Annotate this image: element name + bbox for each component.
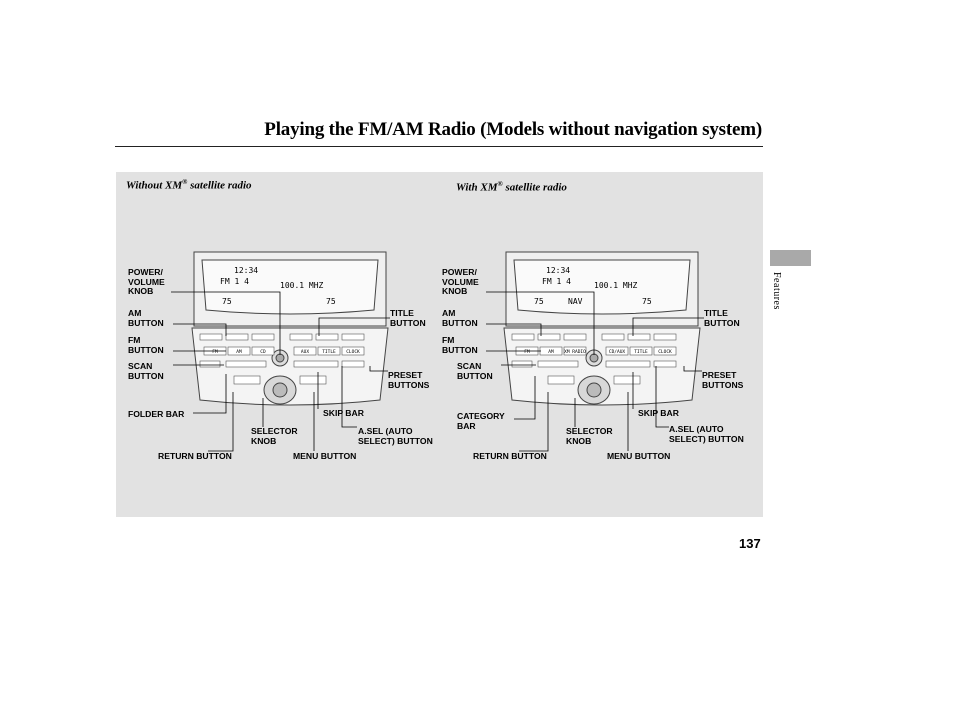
left-radio-button-label-3: AUX <box>301 349 309 355</box>
left-display-band: FM 1 4 <box>220 277 249 286</box>
right-label-menu-button: MENU BUTTON <box>607 451 671 461</box>
right-display-temp-left: 75 <box>534 297 544 306</box>
right-radio-button-label-0: FM <box>524 349 530 355</box>
left-radio-button-label-1: AM <box>236 349 242 355</box>
left-radio-button-5 <box>341 346 365 356</box>
left-radio-button-label-5: CLOCK <box>346 349 360 355</box>
right-label-skip-bar: SKIP BAR <box>638 408 679 418</box>
right-radio-button-label-5: CLOCK <box>658 349 672 355</box>
left-label-return-button: RETURN BUTTON <box>158 451 232 461</box>
right-radio-button-4 <box>629 346 653 356</box>
right-caption: With XM® satellite radio <box>456 180 567 194</box>
page-title: Playing the FM/AM Radio (Models without … <box>264 119 762 140</box>
right-radio-button-label-3: CD/AUX <box>609 349 626 355</box>
right-display-band: FM 1 4 <box>542 277 571 286</box>
section-tab-label: Features <box>771 272 782 310</box>
right-radio-button-label-1: AM <box>548 349 554 355</box>
right-radio-illustration: 12:34 FM 1 4 100.1 MHZ NAV 75 75 FM AM XM … <box>503 251 701 406</box>
left-display-temp-right: 75 <box>326 297 336 306</box>
left-display-temp-left: 75 <box>222 297 232 306</box>
left-label-skip-bar: SKIP BAR <box>323 408 364 418</box>
title-rule <box>115 146 763 147</box>
left-radio-button-3 <box>293 346 317 356</box>
left-radio-button-label-4: TITLE <box>322 349 336 355</box>
right-radio-button-5 <box>653 346 677 356</box>
right-display-temp-right: 75 <box>642 297 652 306</box>
section-tab <box>770 250 811 266</box>
left-radio-button-1 <box>227 346 251 356</box>
left-radio-button-label-2: CD <box>260 349 266 355</box>
left-caption: Without XM® satellite radio <box>126 178 252 192</box>
left-radio-button-4 <box>317 346 341 356</box>
left-label-folder-bar: FOLDER BAR <box>128 409 185 419</box>
page-number: 137 <box>739 536 761 551</box>
left-radio-button-2 <box>251 346 275 356</box>
right-radio-button-3 <box>605 346 629 356</box>
right-label-return-button: RETURN BUTTON <box>473 451 547 461</box>
left-display-freq: 100.1 MHZ <box>280 281 324 290</box>
left-display-clock: 12:34 <box>234 266 258 275</box>
right-radio-button-2 <box>563 346 587 356</box>
right-display-mode: NAV <box>568 297 583 306</box>
left-radio-illustration: 12:34 FM 1 4 100.1 MHZ 75 75 FM AM CD AUX TI… <box>191 251 389 406</box>
right-display-clock: 12:34 <box>546 266 570 275</box>
right-radio-button-label-4: TITLE <box>634 349 648 355</box>
left-radio-button-label-0: FM <box>212 349 218 355</box>
left-label-menu-button: MENU BUTTON <box>293 451 357 461</box>
right-radio-button-label-2: XM RADIO <box>564 349 586 355</box>
right-display-freq: 100.1 MHZ <box>594 281 638 290</box>
